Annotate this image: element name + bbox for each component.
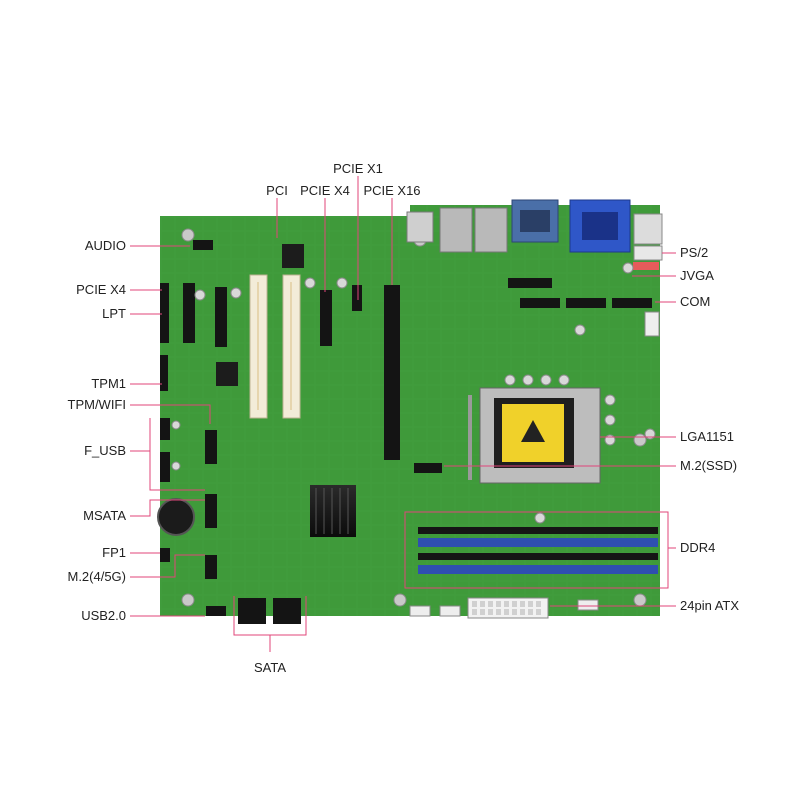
- label-jvga: JVGA: [680, 268, 714, 283]
- expansion-slots: [183, 274, 400, 460]
- leader-lines: [130, 176, 676, 652]
- label-audio: AUDIO: [84, 238, 126, 253]
- chips: [157, 244, 356, 537]
- label-lpt: LPT: [102, 306, 126, 321]
- atx-connector: [409, 597, 599, 619]
- sata-ports: [238, 598, 301, 624]
- label-tpm1: TPM1: [91, 376, 126, 391]
- label-msata: MSATA: [83, 508, 126, 523]
- label-pcie-x4-left: PCIE X4: [76, 282, 126, 297]
- label-lga1151: LGA1151: [680, 429, 734, 444]
- label-fp1: FP1: [102, 545, 126, 560]
- cpu-socket: [468, 387, 601, 484]
- label-pcie-x4-top: PCIE X4: [300, 183, 350, 198]
- label-pcie-x16: PCIE X16: [363, 183, 421, 198]
- com-headers: [508, 278, 660, 337]
- label-pci: PCI: [266, 183, 288, 198]
- label-com: COM: [680, 294, 711, 309]
- label-ddr4: DDR4: [680, 540, 716, 555]
- label-m2-4-5g: M.2(4/5G): [67, 569, 126, 584]
- left-headers: [160, 240, 226, 616]
- label-ps2: PS/2: [680, 245, 709, 260]
- label-24pin-atx: 24pin ATX: [680, 598, 740, 613]
- label-tpm-wifi: TPM/WIFI: [67, 397, 127, 412]
- label-sata: SATA: [253, 660, 287, 675]
- label-m2-ssd: M.2(SSD): [680, 458, 738, 473]
- ddr4-slots: [418, 527, 658, 574]
- mini-slots: [205, 430, 442, 579]
- label-f-usb: F_USB: [84, 443, 126, 458]
- capacitors: [171, 262, 656, 524]
- label-pcie-x1: PCIE X1: [333, 161, 383, 176]
- rear-io: [406, 199, 663, 270]
- label-usb20: USB2.0: [81, 608, 126, 623]
